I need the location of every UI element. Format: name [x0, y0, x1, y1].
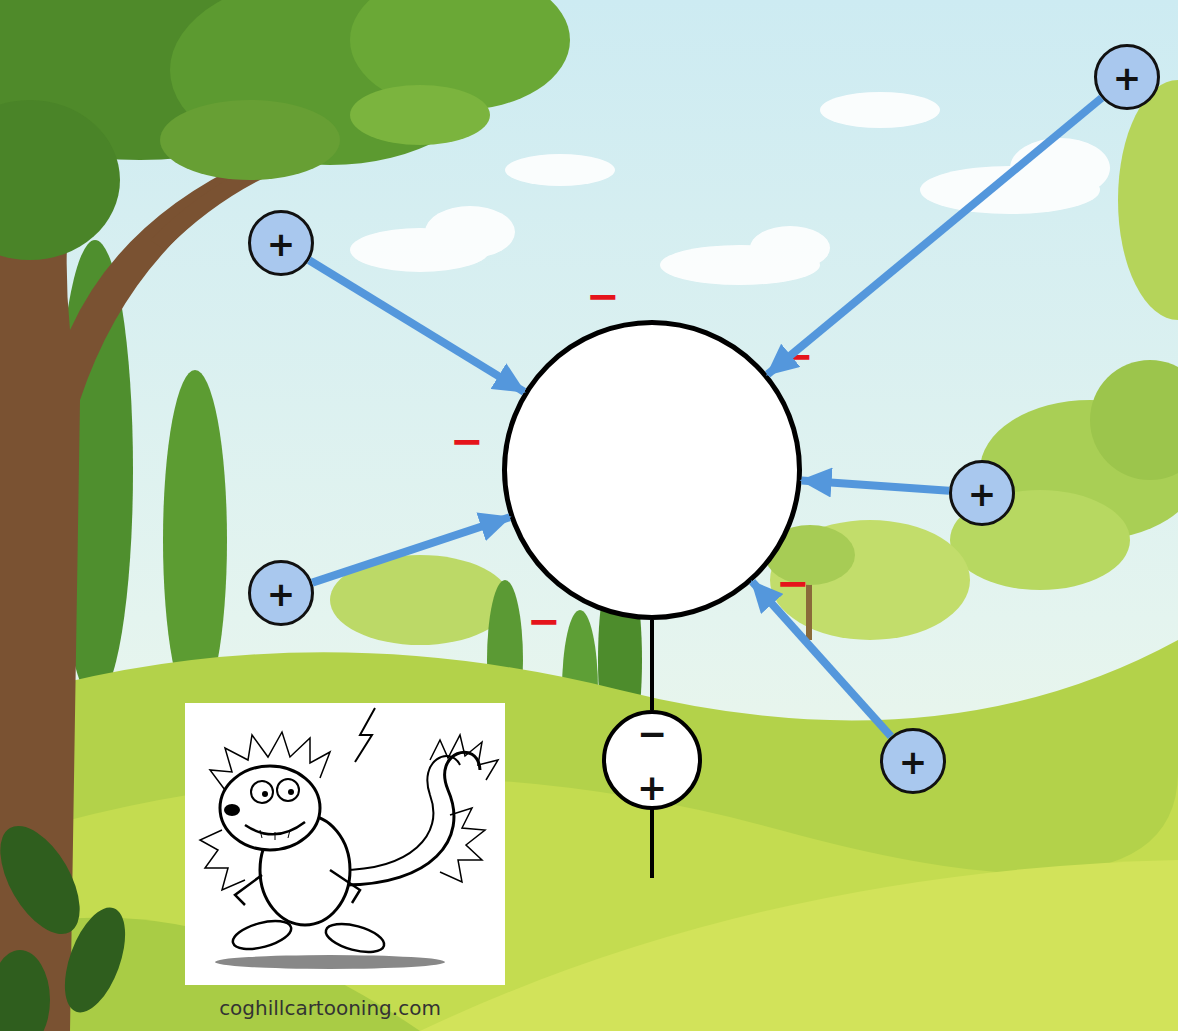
- circle-outline: [604, 712, 700, 808]
- ground-wire: [650, 808, 654, 878]
- charged-sphere: −−−−−: [502, 320, 802, 620]
- hill: [0, 770, 1178, 1031]
- positive-charge: +: [1094, 44, 1160, 110]
- attraction-arrow: [309, 260, 524, 391]
- charge-sign: +: [968, 477, 997, 511]
- hill: [420, 860, 1178, 1031]
- circle-outline: [951, 462, 1014, 525]
- negative-charge: −: [586, 276, 620, 316]
- positive-charge: +: [949, 460, 1015, 526]
- negative-charge: −: [776, 563, 810, 603]
- charge-sign: +: [1113, 61, 1142, 95]
- circle-outline: [1096, 46, 1159, 109]
- support-rod: [650, 620, 654, 710]
- negative-charge: −: [527, 601, 561, 641]
- far-trees: [330, 80, 1178, 645]
- positive-charge: +: [248, 210, 314, 276]
- charge-sign: +: [899, 745, 928, 779]
- charge-sign: +: [267, 577, 296, 611]
- negative-charge: −: [450, 421, 484, 461]
- charge-sign: +: [637, 770, 667, 806]
- node-outline: [502, 320, 802, 620]
- circle-outline: [882, 730, 945, 793]
- insulator-element: −+: [602, 710, 702, 810]
- circle-outline: [250, 562, 313, 625]
- charge-sign: +: [267, 227, 296, 261]
- circle-outline: [505, 323, 800, 618]
- attraction-arrow: [802, 480, 949, 490]
- hill: [0, 640, 1178, 1031]
- positive-charge: +: [880, 728, 946, 794]
- big-tree: [0, 0, 570, 1031]
- attraction-arrow: [752, 582, 891, 737]
- positive-charge: +: [248, 560, 314, 626]
- attraction-arrow: [312, 517, 509, 582]
- circle-outline: [250, 212, 313, 275]
- charge-sign: −: [637, 716, 667, 752]
- negative-charge: −: [780, 336, 814, 376]
- foreground-leaves: [0, 813, 137, 1031]
- squirrel-cartoon: [185, 703, 505, 985]
- watermark: coghillcartooning.com: [219, 998, 441, 1018]
- attraction-arrow: [768, 98, 1102, 374]
